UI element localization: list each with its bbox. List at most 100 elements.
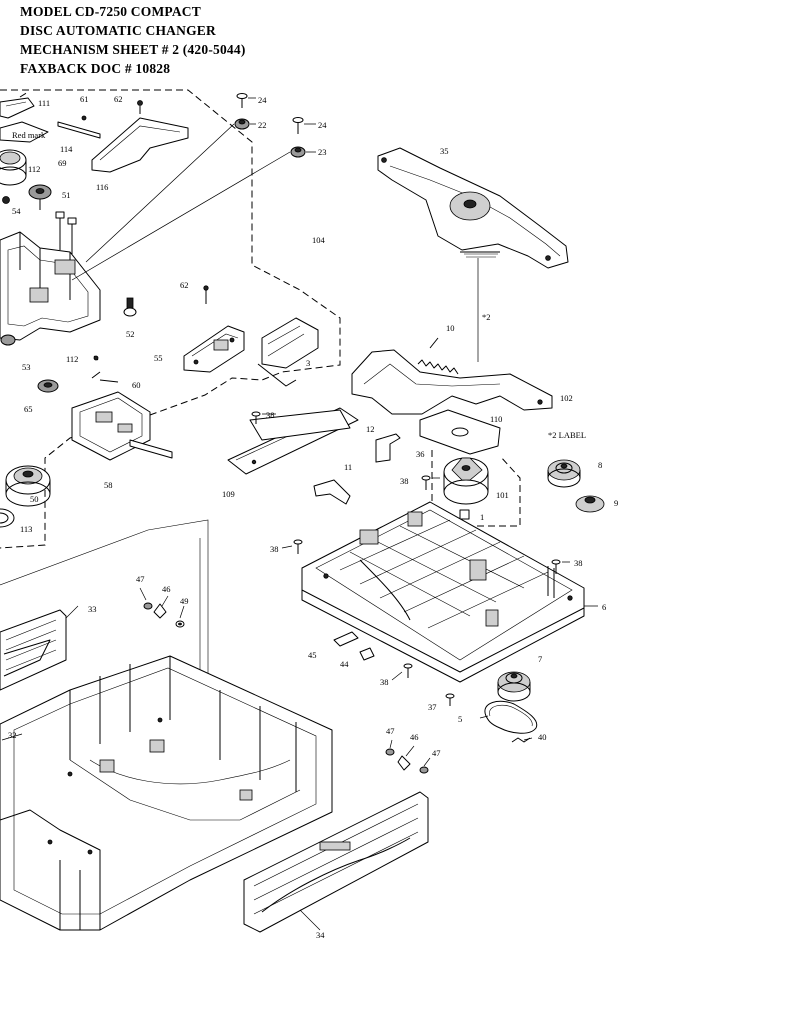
leader-lines-top [71,97,316,281]
callout-3: 3 [306,358,310,368]
callout-109: 109 [222,489,235,499]
callout-47: 47 [386,726,395,736]
callout-11: 11 [344,462,352,472]
part-101-motor [443,457,489,505]
part-23-nut [290,146,306,158]
part-116-bracket [91,100,189,173]
part-22-nut [234,118,250,130]
callout-36: 36 [416,449,425,459]
callout-35: 35 [440,146,449,156]
callout-58: 58 [104,480,113,490]
part-35-pickup-arm [377,147,569,269]
callout-33: 33 [88,604,97,614]
part-8-gear [547,459,581,488]
callout-53: 53 [22,362,31,372]
callout-60: 60 [132,380,141,390]
callout-113: 113 [20,524,32,534]
callout-34: 34 [316,930,325,940]
part-38-screws [251,411,561,706]
parts-47-46-47-lower [385,748,429,774]
part-3-flat-cable [257,317,319,387]
part-61-rod [57,115,101,139]
part-54-bushing [2,196,10,204]
callout-7: 7 [538,654,542,664]
part-110-sheet [419,409,501,455]
part-50-turntable [5,465,51,507]
part-number-labels: 111 61 62 24 22 24 23 Red mark 114 112 6… [8,94,618,940]
part-102-slide-plate [351,349,553,415]
callout-red-mark: Red mark [12,130,46,140]
part-53-wheel [0,334,16,346]
callout-45: 45 [308,650,317,660]
part-44-block [359,647,375,661]
callout-51: 51 [62,190,71,200]
callout-110: 110 [490,414,502,424]
callout-111: 111 [38,98,50,108]
part-60-screw [99,379,119,383]
motor-boundary [431,450,521,527]
parts-47-46-49-upper [143,602,185,628]
callout-69: 69 [58,158,67,168]
left-frame-assembly [0,211,101,341]
callout-22: 22 [258,120,267,130]
part-45-block [333,631,359,647]
part-40-spring [511,737,531,743]
model-title: MODEL CD-7250 COMPACT [20,4,201,19]
callout-54: 54 [12,206,21,216]
leader-lines-bottom [1,587,533,931]
part-9-gear [575,495,605,513]
callout-47: 47 [136,574,145,584]
part-58-frame [71,391,173,461]
part-5-belt [484,700,538,734]
callout-1: 1 [480,512,484,522]
leader-lines-mid [262,413,598,681]
callout-38: 38 [380,677,389,687]
callout-102: 102 [560,393,573,403]
subassembly-boundary [0,89,341,549]
callout-12: 12 [366,424,375,434]
callout-47: 47 [432,748,441,758]
model-subtitle: DISC AUTOMATIC CHANGER [20,23,216,38]
callout-8: 8 [598,460,602,470]
part-113-ring [0,508,15,528]
callout-112: 112 [66,354,78,364]
callout-116: 116 [96,182,108,192]
callout-104: 104 [312,235,326,245]
callout-65: 65 [24,404,33,414]
part-55-bracket [183,285,245,373]
callout-52: 52 [126,329,135,339]
callout-114: 114 [60,144,73,154]
callout-6: 6 [602,602,606,612]
part-111-lever [0,97,35,119]
callout-5: 5 [458,714,462,724]
part-11-lever [313,479,351,505]
callout-37: 37 [428,702,437,712]
callout-2-label: *2 LABEL [548,430,586,440]
part-24-screw-a [236,93,248,108]
part-65-pulley [37,379,59,393]
callout-10: 10 [446,323,455,333]
callout-61: 61 [80,94,89,104]
callout-46: 46 [410,732,419,742]
callout-62: 62 [180,280,189,290]
callout-32: 32 [8,730,17,740]
callout-50: 50 [30,494,39,504]
part-6-main-chassis [301,501,585,683]
part-1-bushing [459,509,470,520]
part-7-gear [497,671,531,702]
callout-24: 24 [258,95,267,105]
part-112-clip [91,355,101,379]
callout-23: 23 [318,147,327,157]
faxback-doc: FAXBACK DOC # 10828 [20,61,171,76]
callout-62: 62 [114,94,123,104]
part-51-pulley [28,184,52,210]
part-12-bracket [375,433,401,463]
callout-38: 38 [270,544,279,554]
part-109-plate [227,407,359,475]
part-52-knob [123,297,137,317]
callout-101: 101 [496,490,509,500]
callout-112: 112 [28,164,40,174]
callout-40: 40 [538,732,547,742]
part-114-plate [0,121,49,143]
